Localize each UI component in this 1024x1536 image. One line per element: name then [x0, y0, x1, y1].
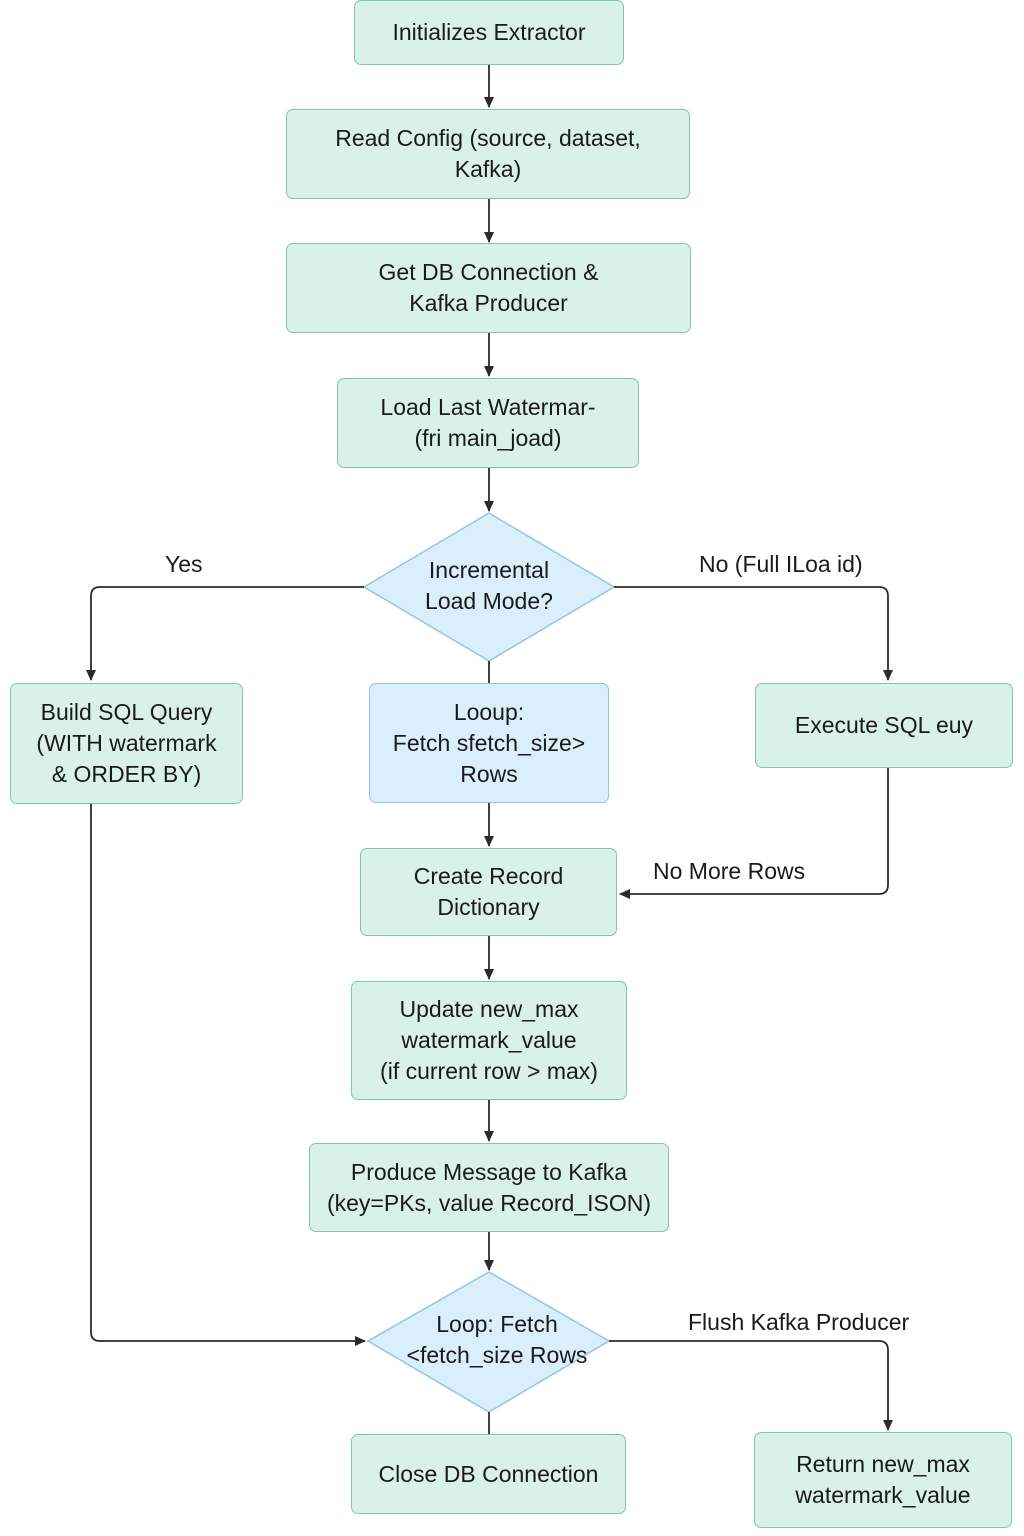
edge-label-no-full-load: No (Full ILoa id): [699, 551, 863, 577]
node-text-line: Execute SQL euy: [794, 712, 974, 738]
node-text-line: Load Last Watermar-: [380, 394, 596, 420]
node-initializes-extractor: Initializes Extractor: [354, 0, 624, 65]
node-text-line: Rows: [460, 760, 518, 787]
edge-label-no-more-rows: No More Rows: [653, 858, 806, 884]
arrow-no-branch: [614, 586, 893, 681]
node-execute-sql: Execute SQL euy: [755, 683, 1013, 768]
node-text-line: Incremental: [428, 557, 550, 583]
arrow-yes-branch: [86, 586, 364, 681]
node-text-line: Close DB Connection: [378, 1460, 599, 1487]
node-build-sql-query: Build SQL Query (WITH watermark & ORDER BY…: [10, 683, 243, 804]
node-fetch-loop: Looup: Fetch sfetch_size> Rows: [369, 683, 609, 803]
node-read-config: Read Config (source, dataset, Kafka): [286, 109, 690, 199]
arrow-flush-to-return: [609, 1340, 893, 1431]
edge-label-yes: Yes: [165, 551, 203, 577]
node-text-line: <fetch_size Rows: [406, 1342, 588, 1368]
arrow-no-more-rows: [619, 768, 889, 899]
node-produce-message: Produce Message to Kafka (key=PKs, value …: [309, 1143, 669, 1232]
node-text-line: (WITH watermark: [36, 730, 217, 756]
node-text-line: Loop: Fetch: [436, 1311, 558, 1337]
node-text-line: (key=PKs, value Record_ISON): [326, 1189, 652, 1216]
arrow-build-sql-to-loop-fetch: [90, 804, 366, 1346]
node-text-line: Dictionary: [437, 894, 540, 920]
node-text-line: Produce Message to Kafka: [350, 1158, 628, 1185]
node-text-line: Build SQL Query: [40, 699, 213, 725]
node-text-line: Read Config (source, dataset,: [335, 125, 641, 151]
node-text-line: Load Mode?: [425, 588, 553, 614]
node-load-last-watermark: Load Last Watermar- (fri main_joad): [337, 378, 639, 468]
node-close-db-connection: Close DB Connection: [351, 1434, 626, 1514]
node-text-line: & ORDER BY): [51, 761, 202, 787]
edge-label-flush-kafka-producer: Flush Kafka Producer: [688, 1309, 910, 1335]
node-text-line: Initializes Extractor: [392, 19, 586, 45]
node-text-line: watermark_value: [795, 1482, 971, 1508]
node-text-line: Return new_max: [796, 1451, 970, 1477]
node-text-line: Looup:: [453, 698, 525, 725]
decision-loop-fetch-label: Loop: Fetch <fetch_size Rows: [387, 1309, 607, 1371]
node-text-line: Kafka): [454, 156, 522, 182]
node-return-new-max: Return new_max watermark_value: [754, 1432, 1012, 1528]
node-text-line: Fetch sfetch_size>: [392, 729, 586, 756]
node-text-line: Kafka Producer: [409, 290, 568, 316]
node-text-line: Get DB Connection &: [378, 259, 599, 285]
node-update-new-max: Update new_max watermark_value (if current…: [351, 981, 627, 1100]
node-text-line: Update new_max: [399, 996, 579, 1022]
node-text-line: watermark_value: [401, 1027, 577, 1053]
node-get-db-connection: Get DB Connection & Kafka Producer: [286, 243, 691, 333]
node-text-line: (fri main_joad): [414, 425, 562, 451]
node-text-line: Create Record: [413, 863, 564, 889]
node-text-line: (if current row > max): [380, 1058, 598, 1084]
